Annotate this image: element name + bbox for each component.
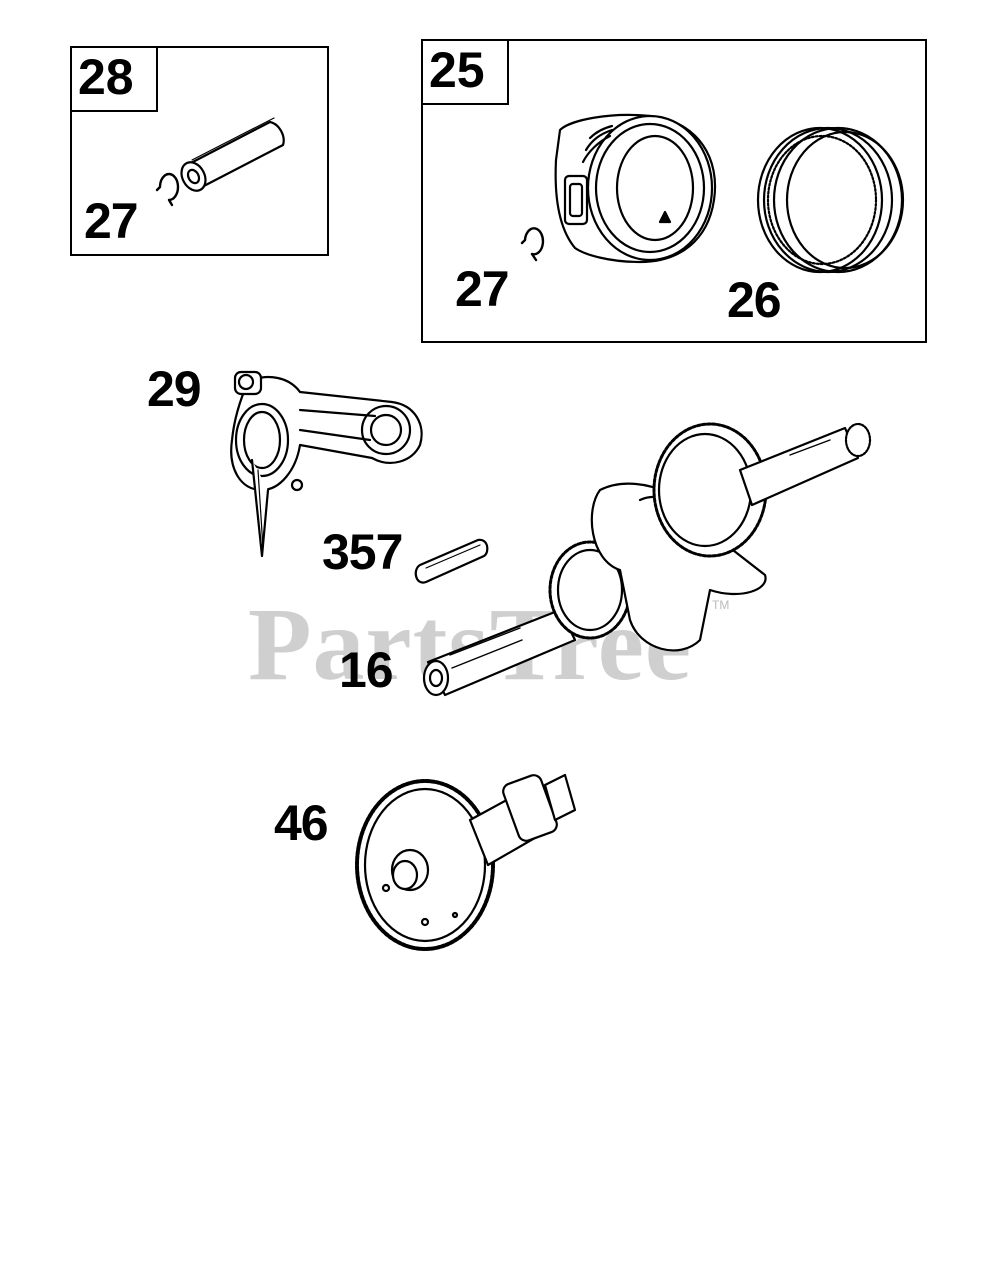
callout-clip-box-b[interactable]: 27: [455, 261, 510, 317]
callout-connecting-rod[interactable]: 29: [147, 361, 202, 417]
piston-icon: [554, 113, 717, 264]
piston-pin-box: 28: [70, 46, 329, 256]
callout-piston-rings[interactable]: 26: [727, 272, 782, 328]
watermark-trademark: TM: [712, 598, 730, 612]
callout-camshaft[interactable]: 46: [274, 795, 329, 851]
retaining-clip-icon-2: [520, 227, 545, 262]
callout-clip-box-a[interactable]: 27: [84, 193, 139, 249]
piston-pin-icon: [180, 117, 285, 192]
camshaft-icon: [355, 773, 577, 951]
crankshaft-icon: [422, 422, 872, 697]
piston-rings-icon: [756, 126, 905, 274]
key-icon: [414, 538, 489, 584]
retaining-clip-icon: [155, 172, 180, 207]
piston-assembly-box-label[interactable]: 25: [423, 41, 509, 105]
callout-crankshaft[interactable]: 16: [339, 642, 394, 698]
connecting-rod-icon: [230, 370, 423, 558]
callout-key[interactable]: 357: [322, 524, 403, 580]
piston-pin-box-label[interactable]: 28: [72, 48, 158, 112]
